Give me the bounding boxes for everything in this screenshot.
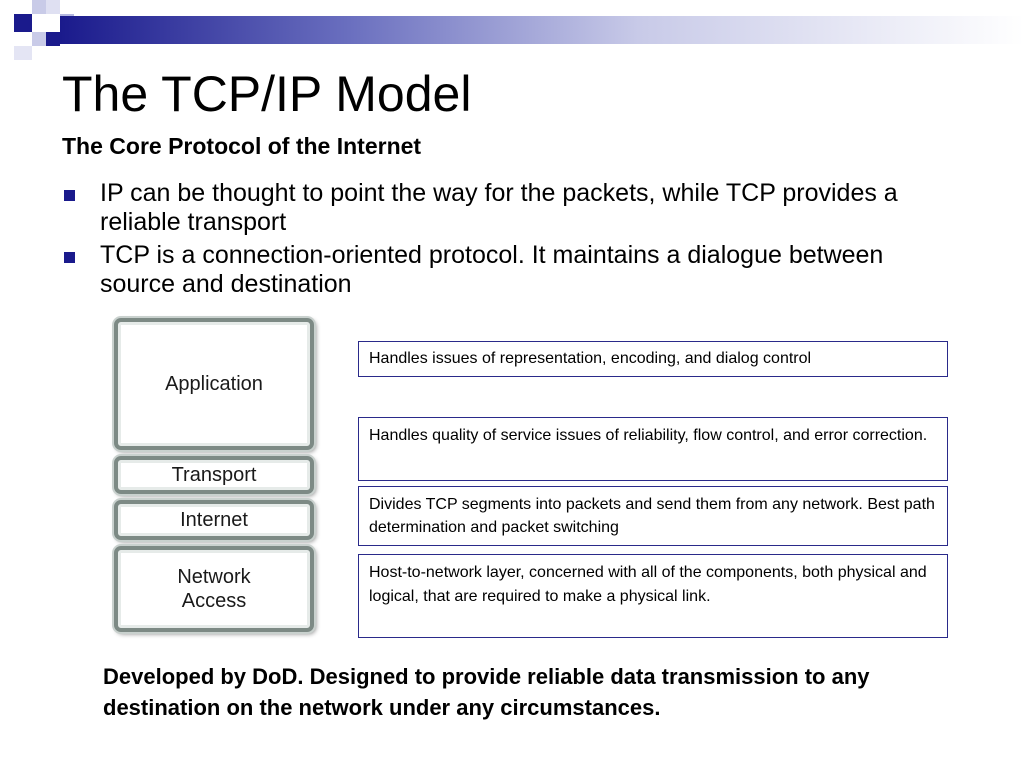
layer-label: Internet [180, 509, 248, 531]
header-gradient-band [60, 16, 1024, 44]
layer-internet: Internet [114, 500, 314, 540]
corner-square [14, 14, 32, 32]
description-text: Handles issues of representation, encodi… [369, 350, 812, 367]
corner-square [32, 0, 46, 14]
layer-stack: Application Transport Internet Network A… [108, 314, 328, 638]
corner-square [32, 32, 46, 46]
corner-square [46, 32, 60, 46]
layer-label: Transport [171, 464, 257, 486]
bullet-text: TCP is a connection-oriented protocol. I… [100, 241, 884, 298]
slide-title: The TCP/IP Model [62, 66, 472, 122]
description-text: Divides TCP segments into packets and se… [369, 496, 935, 536]
description-box-network-access: Host-to-network layer, concerned with al… [358, 554, 948, 638]
description-box-application: Handles issues of representation, encodi… [358, 341, 948, 377]
layer-application: Application [114, 318, 314, 450]
slide-subtitle: The Core Protocol of the Internet [62, 133, 422, 159]
footer-note: Developed by DoD. Designed to provide re… [103, 664, 870, 720]
description-text: Host-to-network layer, concerned with al… [369, 564, 927, 605]
square-bullet-icon [64, 190, 75, 201]
bullet-list: IP can be thought to point the way for t… [62, 179, 962, 303]
corner-square [46, 0, 60, 14]
bullet-text: IP can be thought to point the way for t… [100, 179, 898, 236]
bullet-item: IP can be thought to point the way for t… [62, 179, 962, 237]
layer-label: Application [165, 373, 263, 395]
corner-square [14, 46, 32, 60]
description-box-transport: Handles quality of service issues of rel… [358, 417, 948, 481]
layer-label: Network Access [177, 566, 251, 612]
layer-network-access: Network Access [114, 546, 314, 632]
description-box-internet: Divides TCP segments into packets and se… [358, 486, 948, 546]
square-bullet-icon [64, 252, 75, 263]
layer-transport: Transport [114, 456, 314, 494]
description-text: Handles quality of service issues of rel… [369, 427, 928, 444]
bullet-item: TCP is a connection-oriented protocol. I… [62, 241, 962, 299]
